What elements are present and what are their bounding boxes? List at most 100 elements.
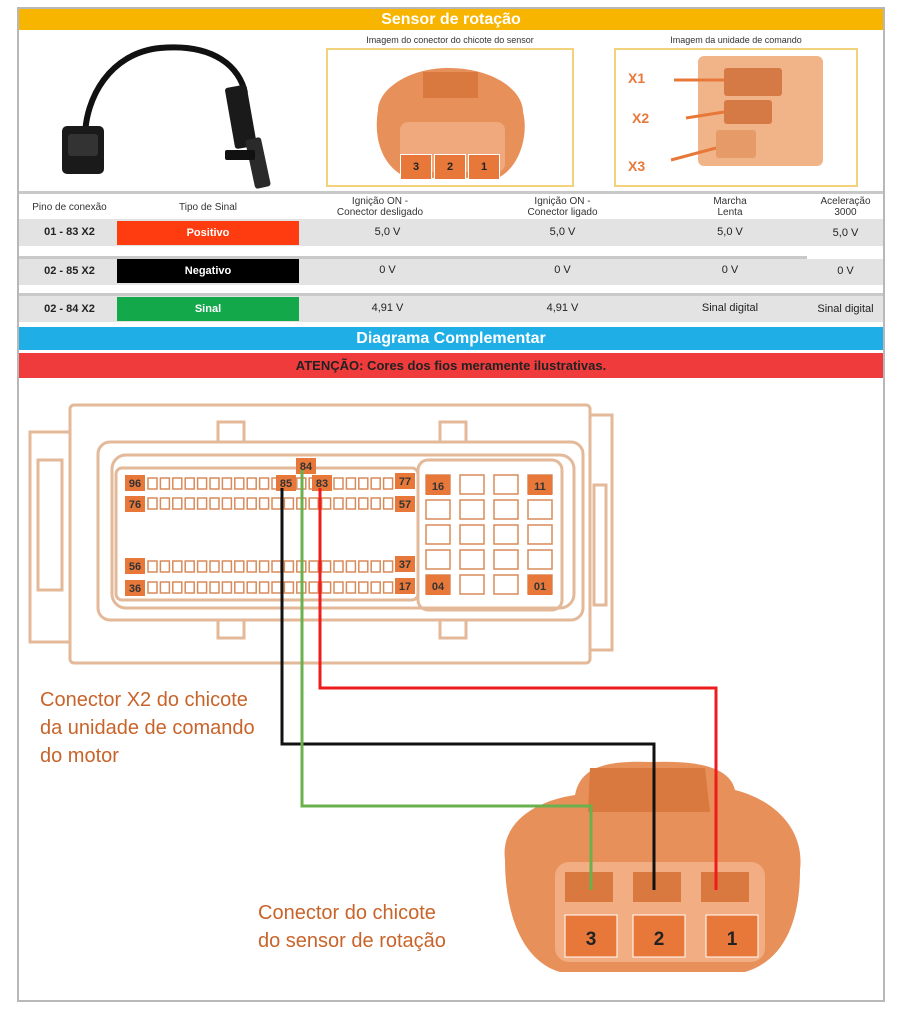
ecu-pin-cell xyxy=(493,499,519,520)
ecu-pin-cell xyxy=(159,581,171,594)
ecu-pin-cell xyxy=(147,477,158,490)
row3-top-separator xyxy=(19,293,883,296)
ecu-pin-cell xyxy=(358,581,369,594)
ecu-pin-cell xyxy=(320,581,332,594)
ecu-pin-cell xyxy=(234,560,245,573)
ecu-pin-76: 76 xyxy=(129,499,141,511)
ecu-pin-cell xyxy=(459,499,485,520)
ecu-pin-cell xyxy=(172,581,183,594)
row3-accel: Sinal digital xyxy=(817,303,874,315)
ecu-pin-cell xyxy=(493,524,519,545)
ecu-label-x2: X2 xyxy=(632,110,650,126)
ecu-pin-cell xyxy=(221,581,233,594)
ecu-pin-cell xyxy=(308,581,319,594)
page-title: Sensor de rotação xyxy=(19,9,883,30)
ecu-pin-cell xyxy=(345,497,357,510)
ecu-pin-cell xyxy=(246,581,257,594)
header-idle: Marcha Lenta xyxy=(713,196,747,218)
row1-idle: 5,0 V xyxy=(717,226,743,238)
ecu-pin-cell xyxy=(459,549,485,570)
ecu-pin-cell xyxy=(358,497,369,510)
header-pin: Pino de conexão xyxy=(32,202,107,213)
header-ignition-off: Ignição ON - Conector desligado xyxy=(336,196,424,218)
row2-ign-on: 0 V xyxy=(554,264,571,276)
row1-ign-off: 5,0 V xyxy=(374,226,401,238)
ecu-pin-cell xyxy=(159,497,171,510)
ecu-pin-cell xyxy=(370,560,381,573)
ecu-pin-cell xyxy=(459,524,485,545)
header-ignition-on: Ignição ON - Conector ligado xyxy=(527,196,598,218)
ecu-pin-56: 56 xyxy=(129,561,141,573)
ecu-pin-cell xyxy=(283,497,295,510)
ecu-pin-cell xyxy=(196,581,208,594)
ecu-pin-cell xyxy=(308,497,319,510)
ecu-pin-cell xyxy=(184,560,195,573)
ecu-pin-cell xyxy=(258,560,270,573)
ecu-pin-cell xyxy=(425,549,451,570)
ecu-pin-cell xyxy=(258,477,270,490)
connector-pin-3: 3 xyxy=(400,154,432,180)
ecu-pin-cell xyxy=(345,477,357,490)
ecu-pin-cell xyxy=(209,581,220,594)
ecu-pin-cell xyxy=(172,497,183,510)
ecu-pin-cell xyxy=(221,560,233,573)
ecu-pin-cell xyxy=(382,497,394,510)
ecu-pin-cell xyxy=(459,574,485,595)
row3-signal: Sinal xyxy=(117,297,299,321)
header-accel: Aceleração 3000 xyxy=(820,196,871,218)
header-signal-type: Tipo de Sinal xyxy=(179,202,237,213)
ecu-connector-label-line3: do motor xyxy=(40,745,119,767)
ecu-pin-cell xyxy=(320,497,332,510)
ecu-pin-cell xyxy=(333,581,344,594)
ecu-pin-cell xyxy=(221,497,233,510)
ecu-pin-cell xyxy=(258,497,270,510)
ecu-illustration xyxy=(670,56,823,166)
ecu-pin-cell xyxy=(147,581,158,594)
row3-ign-on: 4,91 V xyxy=(546,302,579,314)
ecu-image-caption: Imagem da unidade de comando xyxy=(670,35,802,45)
ecu-pin-cell xyxy=(246,477,257,490)
sensor-pin-1: 1 xyxy=(727,929,738,950)
ecu-pin-cell xyxy=(320,560,332,573)
ecu-pin-cell xyxy=(370,581,381,594)
wire-negative xyxy=(280,488,656,890)
ecu-pin-cell xyxy=(184,497,195,510)
ecu-pin-cell xyxy=(271,497,282,510)
connector-pin-2: 2 xyxy=(434,154,466,180)
row2-signal: Negativo xyxy=(117,259,299,283)
ecu-pin-cell xyxy=(221,477,233,490)
sensor-pin-2: 2 xyxy=(654,929,665,950)
ecu-pin-cell xyxy=(527,524,553,545)
ecu-pin-cell xyxy=(209,477,220,490)
row1-ign-on: 5,0 V xyxy=(549,226,576,238)
ecu-image-box: X1 X2 X3 xyxy=(614,48,858,187)
diagram-title: Diagrama Complementar xyxy=(19,327,883,350)
ecu-pin-cell xyxy=(308,560,319,573)
ecu-connector-outline xyxy=(28,403,614,665)
ecu-pin-cell xyxy=(172,477,183,490)
sheet-frame xyxy=(17,7,885,1002)
ecu-pin-cell xyxy=(333,497,344,510)
ecu-pin-01: 01 xyxy=(534,581,546,593)
ecu-pin-cell xyxy=(382,477,394,490)
ecu-pin-cell xyxy=(196,497,208,510)
ecu-pin-cell xyxy=(382,560,394,573)
ecu-connector-label: Conector X2 do chicote da unidade de com… xyxy=(40,686,255,770)
ecu-pin-cell xyxy=(209,560,220,573)
ecu-pin-grid xyxy=(147,474,553,595)
ecu-pin-numbers: 96 76 84 85 83 77 57 56 36 37 17 16 11 0… xyxy=(125,458,552,596)
ecu-pin-cell xyxy=(147,497,158,510)
ecu-pin-cell xyxy=(271,581,282,594)
ecu-pin-cell xyxy=(246,560,257,573)
ecu-pin-cell xyxy=(345,581,357,594)
diagram-warning: ATENÇÃO: Cores dos fios meramente ilustr… xyxy=(19,353,883,378)
ecu-pin-cell xyxy=(234,497,245,510)
ecu-pin-cell xyxy=(209,497,220,510)
ecu-connector-label-line1: Conector X2 do chicote xyxy=(40,689,248,711)
sensor-photo xyxy=(62,44,271,189)
ecu-pin-cell xyxy=(196,560,208,573)
ecu-pin-85: 85 xyxy=(280,478,292,490)
table-top-separator xyxy=(19,191,883,194)
ecu-pin-cell xyxy=(234,581,245,594)
ecu-pin-cell xyxy=(258,581,270,594)
